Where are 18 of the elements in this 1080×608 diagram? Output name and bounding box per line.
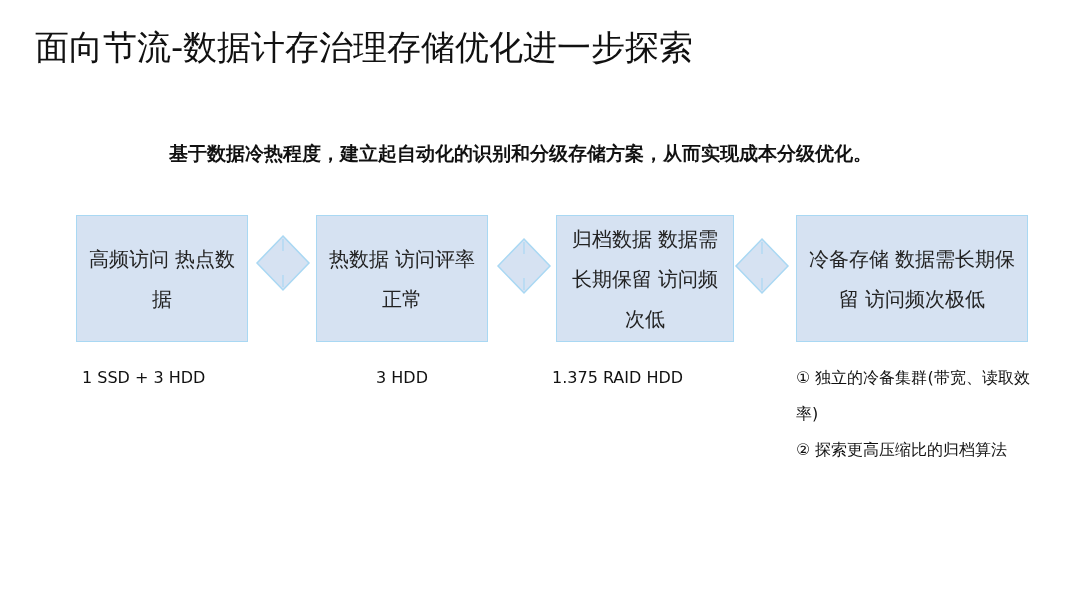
list-item: ① 独立的冷备集群(带宽、读取效率) bbox=[796, 367, 1031, 425]
box-text: 冷备存储 数据需长期保留 访问频次极低 bbox=[807, 245, 1017, 313]
process-box bbox=[76, 215, 248, 342]
capacity-note: 1.375 RAID HDD bbox=[552, 367, 685, 389]
subtitle: 基于数据冷热程度，建立起自动化的识别和分级存储方案，从而实现成本分级优化。 bbox=[167, 141, 873, 166]
diamond-shape bbox=[255, 234, 311, 292]
diamond-shape bbox=[734, 237, 790, 295]
diamond-shape bbox=[496, 237, 552, 295]
slide-title: 面向节流-数据计存治理存储优化进一步探索 bbox=[35, 26, 694, 69]
process-box bbox=[556, 215, 734, 342]
capacity-note: 1 SSD + 3 HDD bbox=[82, 367, 207, 389]
list-item: ② 探索更高压缩比的归档算法 bbox=[796, 439, 1009, 461]
box-text: 归档数据 数据需长期保留 访问频次低 bbox=[570, 225, 720, 333]
process-box bbox=[316, 215, 488, 342]
box-text: 高频访问 热点数据 bbox=[87, 245, 237, 313]
capacity-note: 3 HDD bbox=[375, 367, 429, 389]
box-text: 热数据 访问评率正常 bbox=[327, 245, 477, 313]
process-box bbox=[796, 215, 1028, 342]
